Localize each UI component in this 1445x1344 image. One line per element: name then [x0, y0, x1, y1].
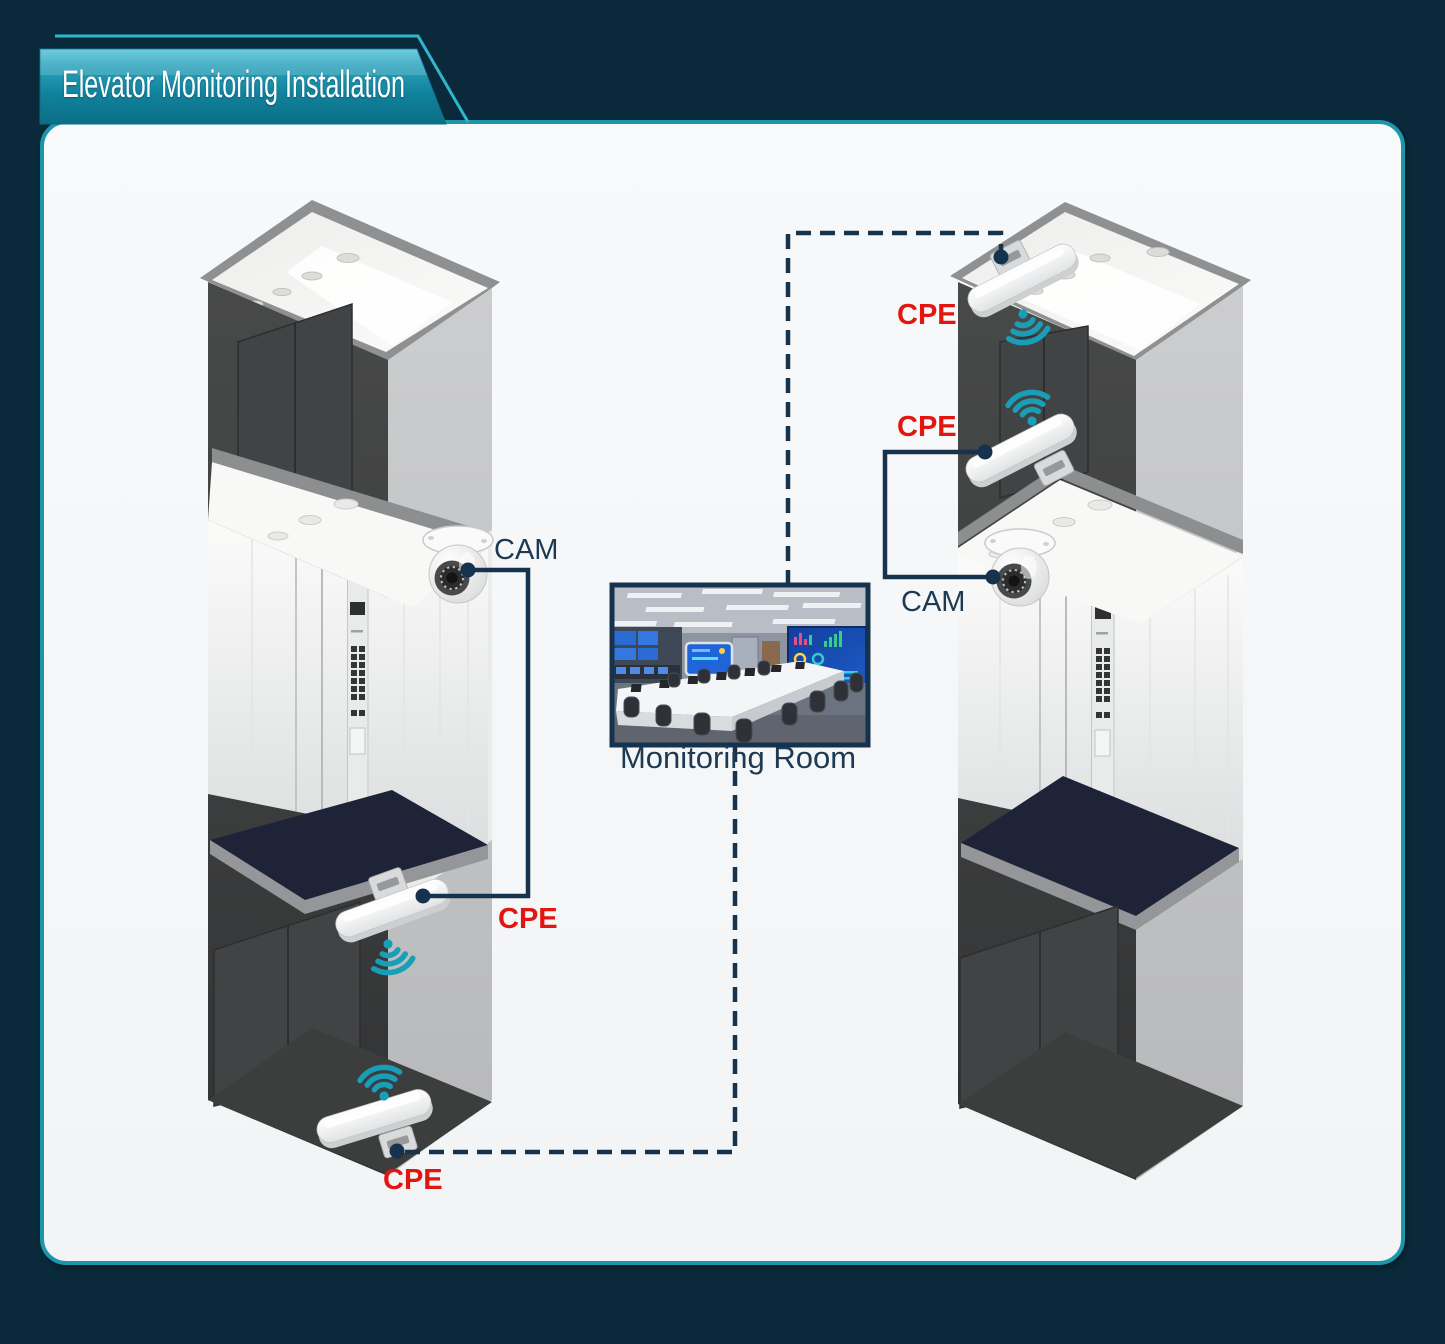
- cpe-label-right-mid: CPE: [897, 411, 957, 443]
- elevator-control-panel: [1094, 606, 1111, 757]
- laptops: [630, 662, 805, 692]
- elevator-floor: [210, 790, 488, 900]
- monitoring-room-image: [609, 582, 871, 748]
- page-title: Elevator Monitoring Installation: [62, 64, 405, 106]
- console-screen: [684, 641, 734, 677]
- shaft-pit-floor: [208, 1028, 492, 1174]
- connection-lines: [389, 230, 1009, 1159]
- connection-dots: [389, 249, 1009, 1159]
- connection-line-dashed: [785, 230, 1004, 585]
- banner-outline: [55, 34, 470, 123]
- title-banner: [39, 34, 470, 125]
- cpe-label-left-bottom: CPE: [383, 1164, 443, 1196]
- shaft-pit-floor: [958, 1032, 1243, 1178]
- monitoring-room-label: Monitoring Room: [619, 740, 857, 775]
- banner-shape: [39, 48, 447, 125]
- connection-line-solid: [424, 567, 531, 899]
- connection-line-dashed: [402, 747, 738, 1155]
- cam-label-left: CAM: [494, 534, 559, 566]
- connection-line-solid: [882, 449, 993, 580]
- elevator-floor: [961, 776, 1239, 916]
- video-wall: [612, 631, 680, 679]
- right-elevator-tower: [950, 202, 1251, 1180]
- cpe-label-right-top: CPE: [897, 299, 957, 331]
- cpe-label-left-mid: CPE: [498, 903, 558, 935]
- cam-label-right: CAM: [901, 586, 966, 618]
- elevator-control-panel: [349, 602, 366, 755]
- office-chairs: [623, 660, 864, 743]
- left-elevator-tower: [200, 200, 500, 1176]
